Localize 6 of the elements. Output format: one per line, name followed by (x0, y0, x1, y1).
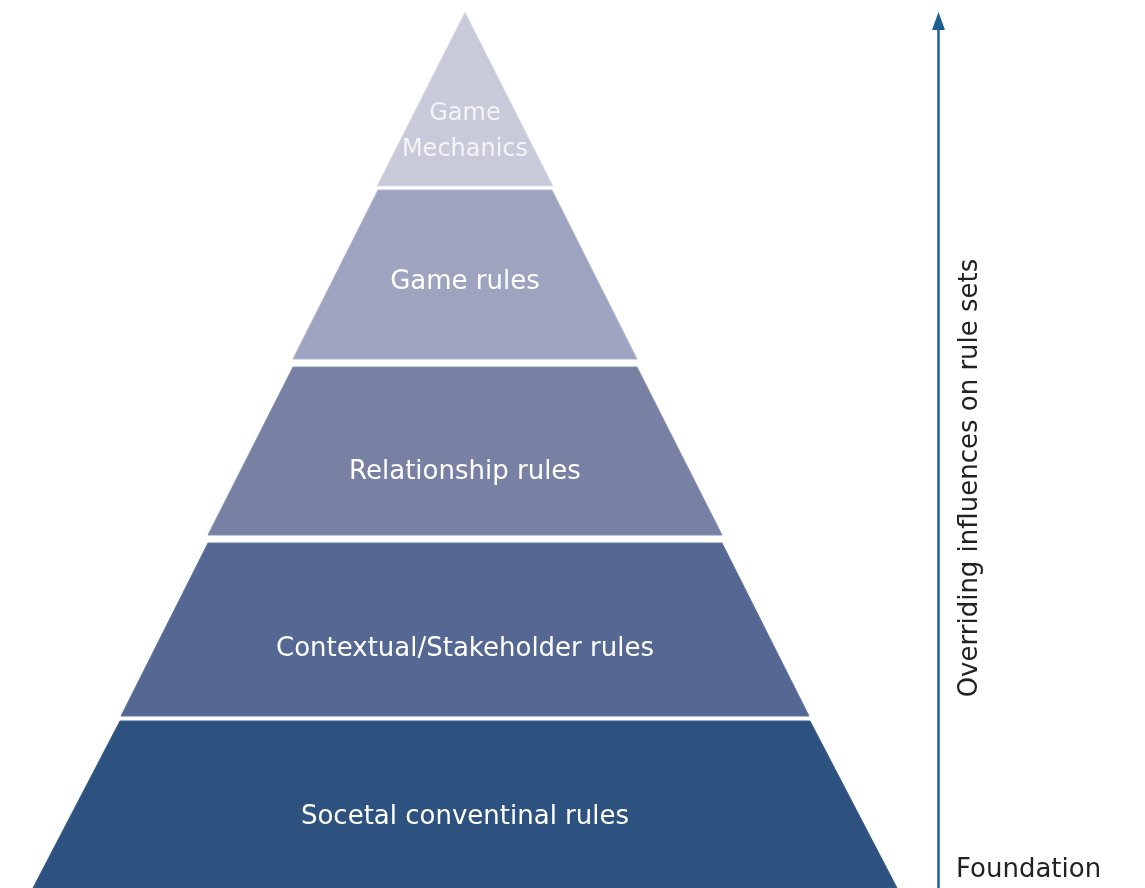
layer-label: Game rules (389, 264, 541, 297)
layer-label: Relationship rules (348, 454, 582, 487)
axis-end-label: Foundation (956, 853, 1102, 883)
layer-label: Socetal conventinal rules (299, 799, 631, 832)
layer-label: Contextual/Stakeholder rules (275, 631, 655, 664)
axis-label: Overriding influences on rule sets (953, 258, 983, 698)
